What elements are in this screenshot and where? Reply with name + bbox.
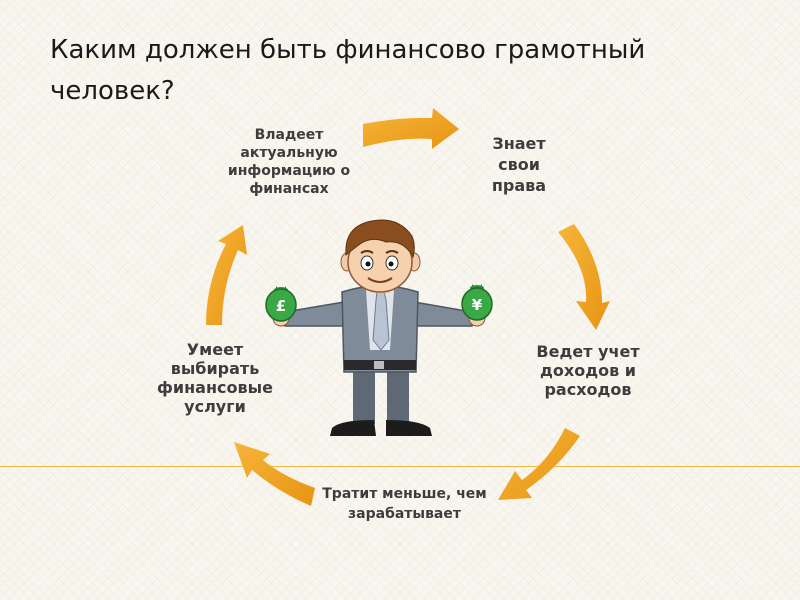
arrow-track-to-spend <box>498 428 580 500</box>
money-bag-pound <box>265 286 297 322</box>
cycle-item-choose: Умеет выбирать финансовые услуги <box>157 340 273 416</box>
arrow-info-to-rights <box>363 108 459 149</box>
cycle-item-track: Ведет учет доходов и расходов <box>536 342 640 399</box>
pound-symbol: £ <box>276 297 286 315</box>
right-shoe <box>386 420 432 436</box>
cycle-item-spend: Тратит меньше, чем зарабатывает <box>322 486 487 522</box>
cycle-item-info: Владеет актуальную информацию о финансах <box>227 127 351 197</box>
hair <box>345 219 415 259</box>
slide-title: Каким должен быть финансово грамотный че… <box>50 35 646 106</box>
cycle-item-rights: Знает свои права <box>491 134 547 195</box>
yen-symbol: ¥ <box>472 296 483 314</box>
left-shoe <box>330 420 376 436</box>
money-bag-yen <box>461 284 493 321</box>
divider-line <box>0 466 800 467</box>
arrow-rights-to-track <box>558 224 610 330</box>
smile <box>367 277 393 283</box>
arrow-choose-to-info <box>206 225 247 325</box>
arrow-spend-to-choose <box>234 442 315 506</box>
tie <box>372 291 390 351</box>
